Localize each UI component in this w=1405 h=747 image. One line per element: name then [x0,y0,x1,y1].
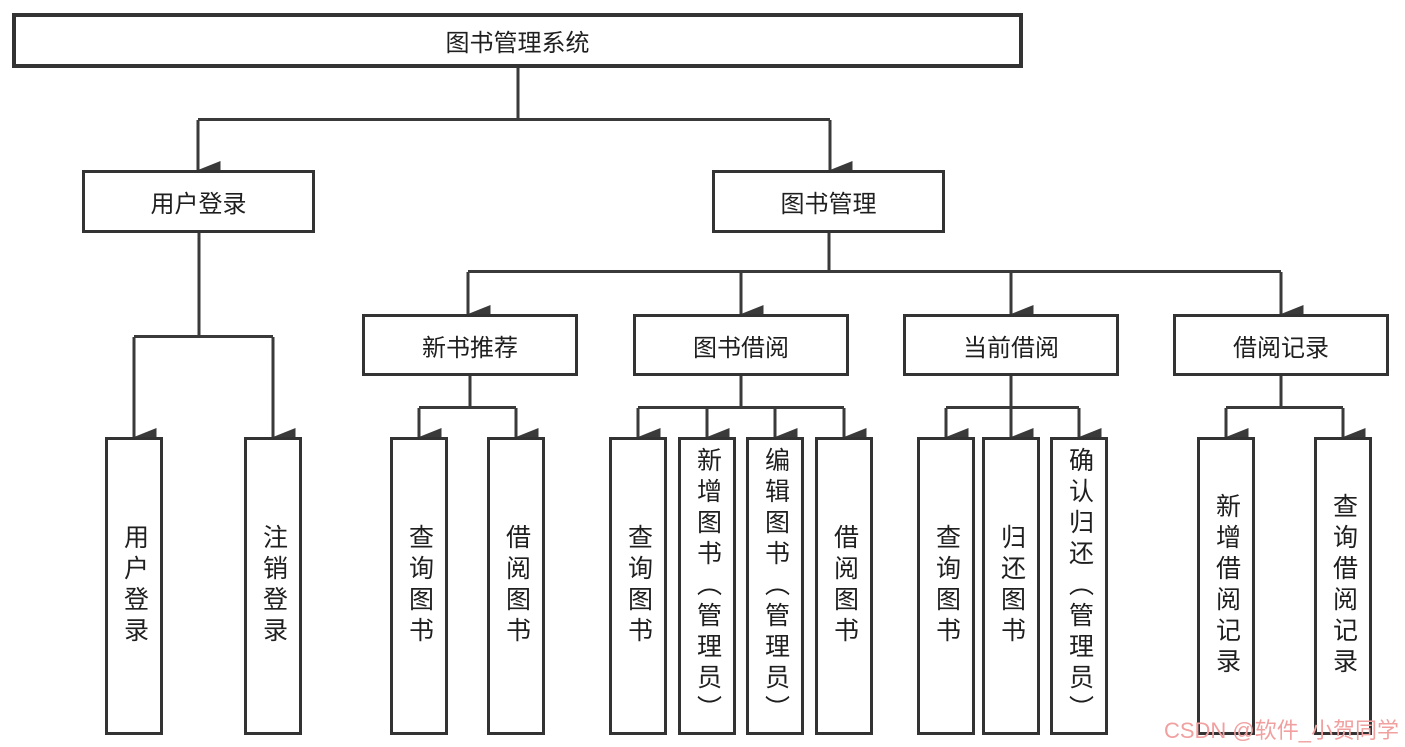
node-new-book-recommendation: 新书推荐 [362,314,578,376]
node-book-management: 图书管理 [712,170,945,233]
node-borrowing-borrow-books: 借阅图书 [815,437,873,735]
node-library-management-system: 图书管理系统 [12,13,1023,68]
node-current-query-books: 查询图书 [917,437,975,735]
node-current-confirm-return-admin: 确认归还（管理员） [1050,437,1108,735]
node-borrowing-edit-book-admin: 编辑图书（管理员） [746,437,804,735]
node-records-query-record: 查询借阅记录 [1314,437,1372,735]
node-borrowing-add-book-admin: 新增图书（管理员） [678,437,736,735]
node-user-login: 用户登录 [82,170,315,233]
node-logout-leaf: 注销登录 [244,437,302,735]
node-user-login-leaf: 用户登录 [105,437,163,735]
node-borrowing-query-books: 查询图书 [609,437,667,735]
node-borrowing-records: 借阅记录 [1173,314,1389,376]
node-recommendation-borrow-books: 借阅图书 [487,437,545,735]
node-current-borrowing: 当前借阅 [903,314,1119,376]
node-current-return-books: 归还图书 [982,437,1040,735]
node-recommendation-query-books: 查询图书 [390,437,448,735]
node-book-borrowing: 图书借阅 [633,314,849,376]
node-records-add-record: 新增借阅记录 [1197,437,1255,735]
watermark: CSDN @软件_小贺同学 [1163,718,1399,743]
